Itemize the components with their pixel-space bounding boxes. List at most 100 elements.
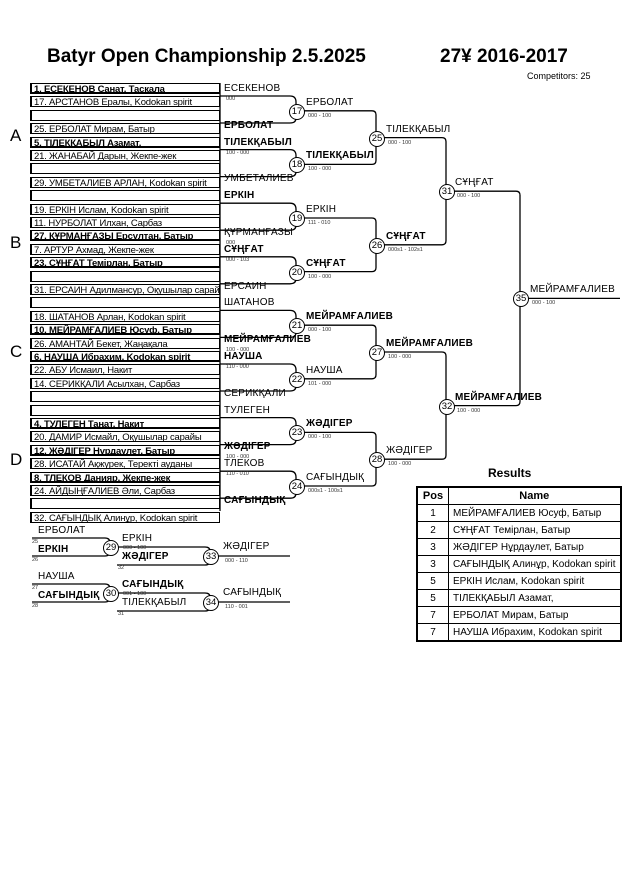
entry-row: 17. АРСТАНОВ Ералы, Kodokan spirit [30,96,220,108]
pool-label-a: A [10,126,22,145]
rep2-bottom-name: ТІЛЕКҚАБЫЛ [122,597,187,608]
r2-score: 111 - 010 [308,220,331,226]
rep1-top-name: ЕРБОЛАТ [38,525,86,536]
entry-row: 8. ТЛЕКОВ Данияр, Жекпе-жек [30,471,220,483]
entry-row [30,498,220,510]
match-number: 33 [203,549,219,565]
results-name: ТІЛЕКҚАБЫЛ Азамат, [448,589,621,607]
r3-score: 000 - 100 [388,139,412,146]
entry-row: 22. АБУ Исмаил, Накит [30,364,220,376]
r1-bottom-score: 100 - 000 [226,454,250,461]
entry-row: 21. ЖАНАБАЙ Дарын, Жекпе-жек [30,150,220,161]
entry-row [30,190,220,202]
rep2-top-score: 001 - 100 [123,591,147,597]
r1-bottom-name: ЕРСАИН [224,280,267,292]
results-name: ЕРБОЛАТ Мирам, Батыр [448,606,621,624]
match-number: 23 [289,425,305,442]
match-number: 25 [369,130,385,147]
entry-row: 11. НУРБОЛАТ Илхан, Сарбаз [30,217,220,228]
bracket-connector [383,351,447,460]
entry-row: 23. СҰҢҒАТ Темірлан, Батыр [30,257,220,269]
r1-top-name: ЕСЕКЕНОВ [224,83,281,94]
entry-row [30,297,220,309]
r1-top-name: СҰҢҒАТ [224,243,264,255]
entry-row: 10. МЕЙРАМҒАЛИЕВ Юсуф, Батыр [30,324,220,336]
rep1-top-num: 27 [32,585,39,591]
entry-row: 18. ШАТАНОВ Арлан, Kodokan spirit [30,310,220,322]
results-pos: 1 [416,504,449,522]
results-pos: 7 [416,606,449,624]
match-number: 17 [289,103,305,120]
match-number: 19 [289,211,305,227]
r1-top-score: 000 [226,96,236,102]
match-number: 32 [439,398,455,415]
r2-score: 100 - 000 [308,273,332,280]
r2-name: ТІЛЕКҚАБЫЛ [306,150,374,162]
results-name: МЕЙРАМҒАЛИЕВ Юсуф, Батыр [448,504,621,522]
r2-name: ЕРБОЛАТ [306,96,354,108]
r2-score: 100 - 000 [308,166,332,173]
entry-row: 1. ЕСЕКЕНОВ Санат, Тасқала [30,83,220,94]
category-title: 27¥ 2016-2017 [440,46,568,67]
r2-score: 000 - 100 [308,327,332,334]
r2-name: САҒЫНДЫҚ [306,472,365,483]
final-winner-score: 000 - 100 [532,300,556,307]
entry-row: 27. ҚҰРМАНҒАЗЫ Ерсұлтан, Батыр [30,230,220,242]
entry-row [30,404,220,416]
r1-bottom-name: МЕЙРАМҒАЛИЕВ [224,334,312,346]
rep1-bottom-num: 26 [32,557,39,563]
rep2-bottom-name: ЖӘДІГЕР [122,551,169,562]
bracket-connector [383,136,447,246]
entry-row: 5. ТІЛЕКҚАБЫЛ Азамат, [30,136,220,148]
r2-score: 000 - 100 [308,112,332,119]
rep2-winner-score: 110 - 001 [225,604,248,610]
results-pos: 3 [416,555,449,573]
r1-top-score: 110 - 000 [226,364,249,370]
r3-score: 100 - 000 [388,354,412,360]
match-number: 26 [369,237,385,254]
entry-row: 14. СЕРИКҚАЛИ Асылхан, Сарбаз [30,377,220,389]
results-name: ЖӘДІГЕР Нұрдаулет, Батыр [448,538,621,556]
results-header-pos: Pos [416,486,449,505]
r2-name: ЖӘДІГЕР [306,418,353,430]
r3-score: 000s1 - 102s1 [388,246,423,253]
match-number: 28 [369,452,385,469]
match-number: 31 [439,184,455,201]
r2-name: СҰҢҒАТ [306,257,346,269]
entry-row [30,163,220,175]
match-number: 34 [203,595,219,611]
entry-row: 28. ИСАТАЙ Ақжүрек, Теректі ауданы [30,458,220,470]
r3-name: СҰҢҒАТ [386,230,426,242]
rep1-bottom-name: САҒЫНДЫҚ [38,590,100,601]
entry-row: 4. ТУЛЕГЕН Таңат, Накит [30,418,220,429]
results-header-name: Name [448,486,621,505]
rep2-top-score: 000 - 100 [123,545,147,551]
r1-bottom-name: ҚҰРМАНҒАЗЫ [224,227,294,238]
entry-row [30,391,220,403]
r1-top-name: ШАТАНОВ [224,297,275,309]
r1-top-name: НАУША [224,351,263,362]
r1-top-name: ТІЛЕКҚАБЫЛ [224,136,292,148]
r1-top-score: 100 - 000 [226,149,250,156]
entry-row: 12. ЖӘДІГЕР Нұрдаулет, Батыр [30,444,220,456]
pool-label-b: B [10,233,22,252]
results-pos: 5 [416,572,449,590]
entry-row: 20. ДАМИР Исмайл, Оқушылар сарайы [30,431,220,443]
rep2-bottom-num: 32 [118,565,125,571]
rep2-winner-score: 000 - 110 [225,558,248,564]
r1-bottom-name: УМБЕТАЛИЕВ [224,173,294,185]
r1-bottom-name: САҒЫНДЫҚ [224,495,286,506]
rep2-bottom-num: 31 [118,611,125,617]
entry-row [30,270,220,282]
match-number: 27 [369,345,385,361]
rep1-top-name: НАУША [38,571,75,582]
results-pos: 5 [416,589,449,607]
rep2-top-name: ЕРКІН [122,533,153,544]
competitors-count: Competitors: 25 [527,71,591,81]
